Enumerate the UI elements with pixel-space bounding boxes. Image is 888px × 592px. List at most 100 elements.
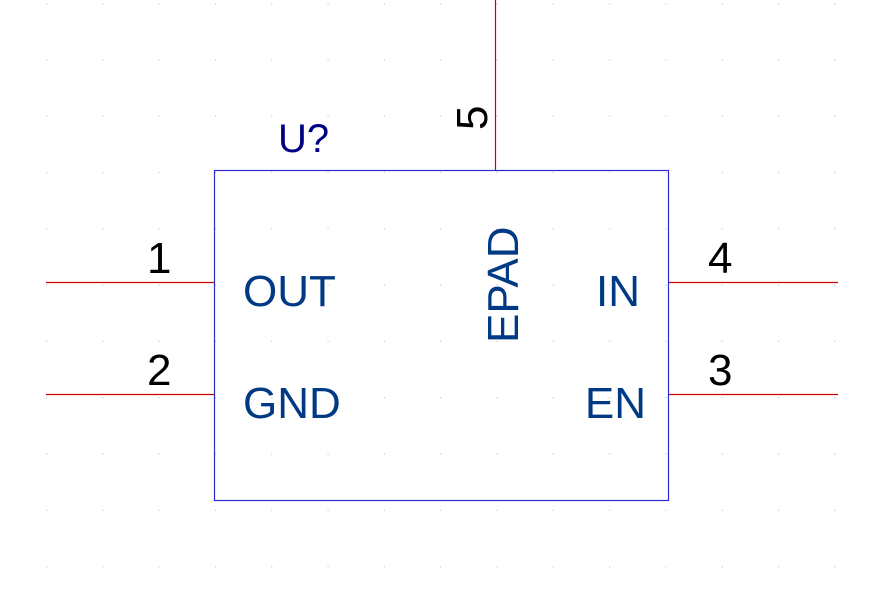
grid-dot: [158, 340, 160, 342]
grid-dot: [383, 171, 385, 174]
grid-dot: [777, 228, 780, 230]
grid-dot: [214, 453, 217, 455]
grid-dot: [46, 228, 48, 230]
grid-dot: [609, 228, 611, 230]
grid-dot: [327, 228, 329, 230]
grid-dot: [271, 566, 273, 568]
grid-dot: [440, 59, 442, 61]
grid-dot: [102, 284, 104, 286]
grid-dot: [496, 340, 498, 342]
grid-dot: [214, 171, 217, 174]
grid-dot: [440, 171, 442, 174]
grid-dot: [665, 397, 667, 399]
grid-dot: [721, 566, 723, 568]
grid-dot: [609, 397, 611, 399]
grid-dot: [552, 340, 554, 342]
grid-dot: [496, 115, 498, 117]
grid-dot: [834, 59, 836, 61]
grid-dot: [777, 340, 780, 342]
pin-2-name: GND: [243, 379, 341, 428]
grid-dot: [777, 284, 780, 286]
grid-dot: [721, 59, 723, 61]
grid-dot: [496, 228, 498, 230]
grid-dot: [102, 566, 104, 568]
grid-dot: [383, 115, 385, 117]
grid-dot: [609, 115, 611, 117]
grid-dot: [609, 59, 611, 61]
grid-dot: [46, 171, 48, 174]
grid-dot: [440, 566, 442, 568]
component-body[interactable]: [213, 169, 670, 502]
grid-dot: [46, 397, 48, 399]
grid-dot: [777, 115, 780, 117]
grid-dot: [383, 566, 385, 568]
grid-dot: [102, 171, 104, 174]
grid-dot: [777, 397, 780, 399]
grid-dot: [552, 171, 554, 174]
grid-dot: [46, 115, 48, 117]
pin-2-number: 2: [147, 346, 171, 395]
grid-dot: [327, 171, 329, 174]
pin-4-number: 4: [708, 234, 732, 283]
grid-dot: [552, 59, 554, 61]
grid-dot: [102, 397, 104, 399]
grid-dot: [158, 453, 160, 455]
grid-dot: [721, 115, 723, 117]
grid-dot: [271, 59, 273, 61]
grid-dot: [214, 509, 217, 511]
grid-dot: [46, 453, 48, 455]
grid-dot: [665, 59, 667, 61]
grid-dot: [834, 509, 836, 511]
grid-dot: [271, 453, 273, 455]
grid-dot: [834, 228, 836, 230]
grid-dot: [440, 115, 442, 117]
grid-dot: [609, 566, 611, 568]
grid-dot: [46, 284, 48, 286]
grid-dot: [271, 228, 273, 230]
grid-dot: [721, 3, 723, 5]
grid-dot: [158, 397, 160, 399]
grid-dot: [665, 453, 667, 455]
grid-dot: [327, 59, 329, 61]
grid-dot: [327, 509, 329, 511]
grid-dot: [46, 340, 48, 342]
grid-dot: [440, 228, 442, 230]
grid-dot: [214, 228, 217, 230]
grid-dot: [496, 566, 498, 568]
grid-dot: [496, 453, 498, 455]
grid-dot: [721, 340, 723, 342]
grid-dot: [214, 340, 217, 342]
grid-dot: [721, 397, 723, 399]
grid-dot: [271, 115, 273, 117]
grid-dot: [440, 284, 442, 286]
grid-dot: [609, 3, 611, 5]
grid-dot: [665, 228, 667, 230]
pin-5-name: EPAD: [479, 226, 528, 343]
grid-dot: [158, 509, 160, 511]
grid-dot: [327, 453, 329, 455]
grid-dot: [383, 228, 385, 230]
grid-dot: [271, 397, 273, 399]
grid-dots: [46, 3, 836, 568]
grid-dot: [721, 453, 723, 455]
grid-dot: [271, 284, 273, 286]
pin-5-number: 5: [448, 106, 497, 130]
grid-dot: [158, 3, 160, 5]
grid-dot: [383, 340, 385, 342]
grid-dot: [383, 3, 385, 5]
grid-dot: [552, 228, 554, 230]
grid-dot: [102, 115, 104, 117]
grid-dot: [440, 3, 442, 5]
grid-dot: [383, 397, 385, 399]
grid-dot: [327, 340, 329, 342]
grid-dot: [496, 59, 498, 61]
grid-dot: [721, 284, 723, 286]
grid-dot: [496, 3, 498, 5]
grid-dot: [214, 397, 217, 399]
grid-dot: [665, 115, 667, 117]
grid-dot: [496, 509, 498, 511]
grid-dot: [102, 453, 104, 455]
grid-dot: [609, 453, 611, 455]
grid-dot: [552, 453, 554, 455]
